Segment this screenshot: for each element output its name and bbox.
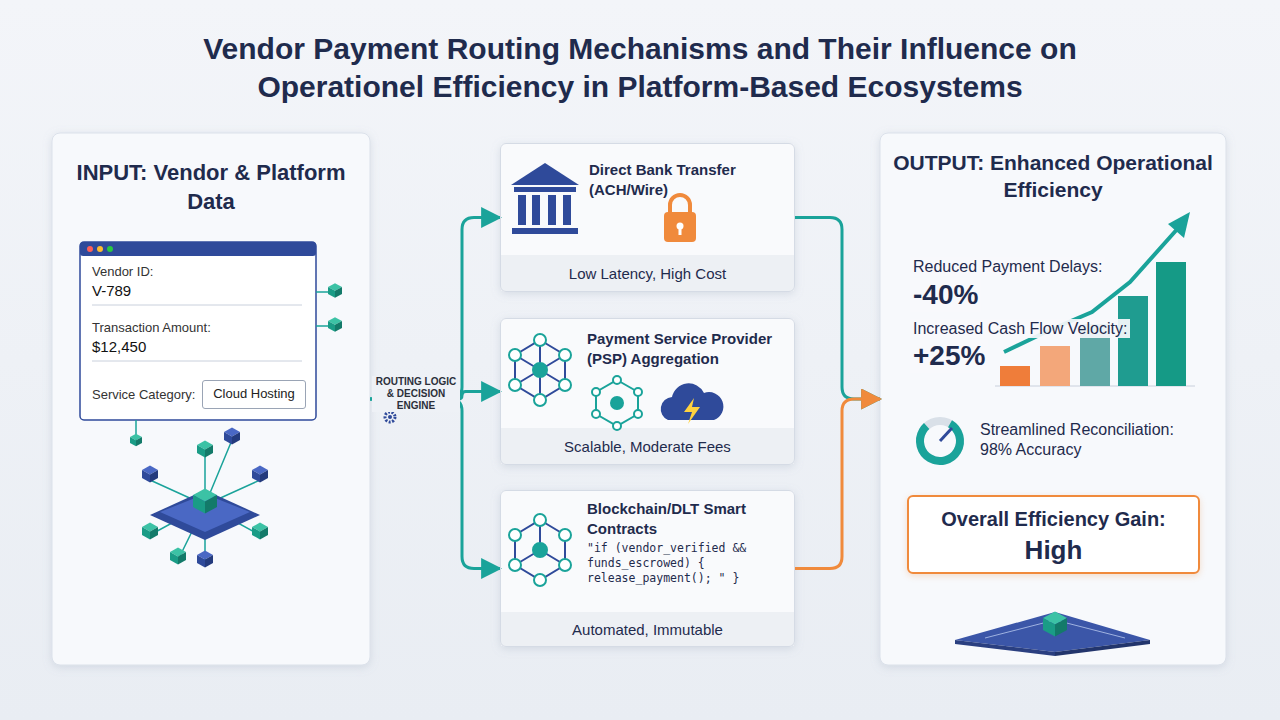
footer-band [501, 255, 794, 291]
node-text: Payment Service Provider (PSP) Aggregati… [587, 329, 792, 368]
window-bar [80, 242, 316, 256]
route-box: Direct Bank Transfer (ACH/Wire) Low Laten… [500, 143, 795, 292]
cube-face [205, 445, 213, 457]
gauge-icon [913, 414, 968, 469]
cube-face [136, 437, 142, 446]
node-text: Low Latency, High Cost [501, 265, 794, 283]
node-text: High [909, 535, 1198, 566]
cube-face [1055, 618, 1067, 637]
cube-face [197, 555, 205, 567]
node-text: Cloud Hosting [203, 386, 305, 402]
cube-face [260, 527, 268, 539]
cube-links [150, 440, 260, 560]
footer-band [501, 428, 794, 464]
cube-face [224, 432, 232, 444]
cube-face [328, 287, 335, 298]
bank-icon [511, 163, 579, 234]
cube-face [142, 527, 150, 539]
cube-face [178, 552, 186, 564]
cube-face [260, 470, 268, 482]
output-panel: OUTPUT: Enhanced Operational EfficiencyR… [880, 133, 1226, 665]
cube-face [205, 495, 217, 514]
node-text: Transaction Amount: [92, 320, 211, 336]
gear-icon [385, 412, 395, 422]
flow-connector [795, 399, 880, 569]
form-window [80, 242, 316, 420]
flow-connector [370, 399, 500, 569]
input-panel [52, 133, 370, 665]
node-text: $12,450 [92, 338, 146, 356]
cube-face [170, 552, 178, 564]
network-icon [509, 334, 571, 406]
engine-label: ROUTING LOGIC & DECISION ENGINE [372, 376, 460, 412]
lock-icon [664, 195, 696, 242]
node-text: OUTPUT: Enhanced Operational Efficiency [890, 149, 1216, 204]
cube-face [1043, 618, 1055, 637]
output-panel [880, 133, 1226, 665]
node-text: +25% [910, 339, 988, 373]
node-text: Increased Cash Flow Velocity: [910, 319, 1130, 338]
cloud-icon [661, 383, 724, 424]
node-text: Automated, Immutable [501, 621, 794, 639]
route-box-fill [500, 318, 795, 465]
bar-chart [995, 212, 1195, 386]
result-box: Overall Efficiency Gain: High [907, 495, 1200, 574]
cube-face [130, 437, 136, 446]
cube-face [232, 432, 240, 444]
cube-face [335, 321, 342, 332]
cube-face [252, 470, 260, 482]
input-panel: INPUT: Vendor & Platform DataVendor ID:V… [52, 133, 370, 665]
node-text: Reduced Payment Delays: [910, 257, 1105, 276]
cube-face [193, 495, 205, 514]
cube-face [252, 527, 260, 539]
route-box-fill [500, 143, 795, 292]
node-text: Blockchain/DLT Smart Contracts [587, 499, 767, 538]
route-box: Blockchain/DLT Smart Contracts"if (vendo… [500, 490, 795, 647]
platform-icon [955, 612, 1150, 656]
node-text: Scalable, Moderate Fees [501, 438, 794, 456]
node-text: Vendor ID: [92, 264, 153, 280]
cube-face [150, 527, 158, 539]
flow-connector [370, 218, 500, 400]
flow-connector [795, 218, 880, 400]
cube-face [197, 445, 205, 457]
field-underline [92, 361, 302, 362]
chain-icon [509, 514, 571, 586]
route-box: Payment Service Provider (PSP) Aggregati… [500, 318, 795, 465]
cube-face [205, 555, 213, 567]
cube-face [150, 470, 158, 482]
cube-face [328, 321, 335, 332]
node-text: 98% Accuracy [980, 440, 1081, 459]
category-field: Cloud Hosting [202, 380, 306, 409]
node-text: V-789 [92, 282, 131, 300]
route-box-fill [500, 490, 795, 647]
node-text: -40% [910, 278, 981, 312]
diagram-title: Vendor Payment Routing Mechanisms and Th… [170, 30, 1110, 107]
window-dot [97, 246, 103, 252]
window-dot [87, 246, 93, 252]
node-text: "if (vendor_verified && funds_escrowed) … [587, 541, 767, 586]
cube-face [335, 287, 342, 298]
field-underline [92, 305, 302, 306]
node-text: Overall Efficiency Gain: [909, 507, 1198, 531]
cube-face [142, 470, 150, 482]
node-text: Service Category: [92, 387, 195, 403]
node-text: INPUT: Vendor & Platform Data [62, 159, 360, 216]
node-text: Streamlined Reconciliation: [980, 420, 1174, 439]
form-window: Vendor ID: V-789Transaction Amount: $12,45… [80, 242, 316, 420]
window-dot [107, 246, 113, 252]
node-text: Direct Bank Transfer (ACH/Wire) [589, 160, 789, 199]
footer-band [501, 612, 794, 646]
network-icon [592, 376, 642, 430]
